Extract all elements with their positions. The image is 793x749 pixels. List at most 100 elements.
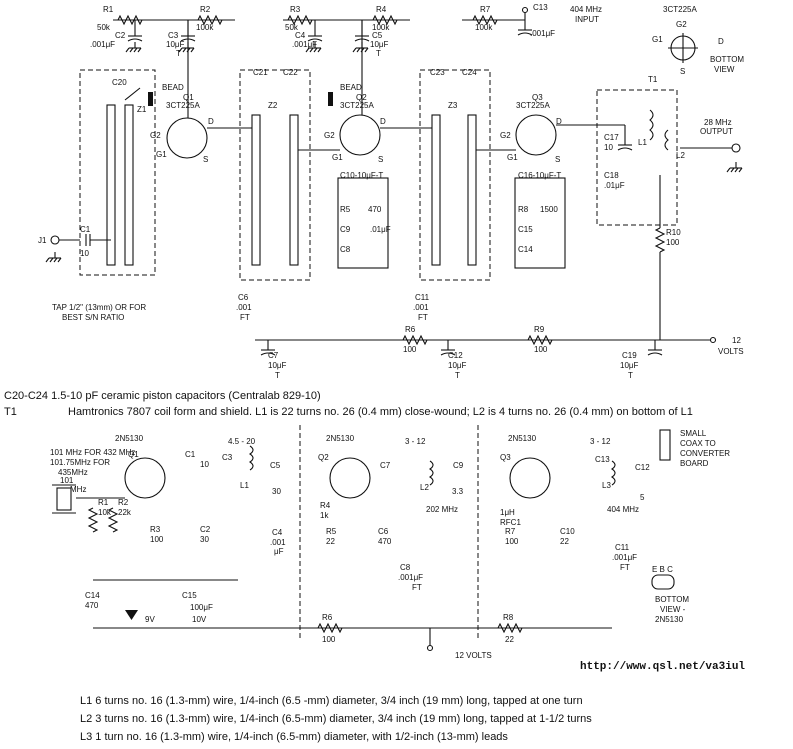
zener-diode bbox=[125, 610, 138, 620]
source-url: http://www.qsl.net/va3iul bbox=[580, 661, 746, 673]
f404: 404 MHz bbox=[607, 505, 639, 514]
c18-value: .01μF bbox=[604, 181, 625, 190]
c5-type: T bbox=[376, 49, 381, 58]
shield-box-1 bbox=[79, 69, 156, 276]
coax-2: COAX TO bbox=[680, 439, 716, 448]
bl1-coil bbox=[249, 445, 254, 471]
pinout-s: S bbox=[680, 67, 685, 76]
ebc-view-3: 2N5130 bbox=[655, 615, 684, 624]
bc8-value: .001μF bbox=[398, 573, 423, 582]
bead-2-label: BEAD bbox=[340, 83, 362, 92]
bc2-label: C2 bbox=[200, 525, 211, 534]
bead-1-label: BEAD bbox=[162, 83, 184, 92]
br1-label: R1 bbox=[98, 498, 109, 507]
bc4-unit: μF bbox=[274, 547, 284, 556]
q3-g2: G2 bbox=[500, 131, 511, 140]
bc11-label: C11 bbox=[615, 543, 630, 552]
br4-value: 1k bbox=[320, 511, 329, 520]
bq2-symbol bbox=[329, 457, 371, 499]
q3-g1: G1 bbox=[507, 153, 518, 162]
pinout-g2: G2 bbox=[676, 20, 687, 29]
br2-value: 22k bbox=[118, 508, 132, 517]
input-terminal bbox=[521, 6, 529, 14]
r8-label: R8 bbox=[518, 205, 529, 214]
supply-terminal bbox=[709, 336, 717, 344]
bc15-label: C15 bbox=[182, 591, 197, 600]
c6-label: C6 bbox=[238, 293, 249, 302]
tap-note: TAP 1/2" (13mm) OR FOR bbox=[52, 303, 146, 312]
c22-label: C22 bbox=[283, 68, 298, 77]
bq3-type: 2N5130 bbox=[508, 434, 537, 443]
br8-value: 22 bbox=[505, 635, 514, 644]
c11-label: C11 bbox=[415, 293, 430, 302]
bc13-label: C13 bbox=[595, 455, 610, 464]
r10-label: R10 bbox=[666, 228, 681, 237]
c12-value: 10μF bbox=[448, 361, 467, 370]
q3-symbol bbox=[515, 114, 557, 156]
br2-label: R2 bbox=[118, 498, 129, 507]
c13-label: C13 bbox=[533, 3, 548, 12]
br1-value: 10k bbox=[98, 508, 112, 517]
bq1-type: 2N5130 bbox=[115, 434, 144, 443]
r6-label: R6 bbox=[405, 325, 416, 334]
c5-value: 10μF bbox=[370, 40, 389, 49]
r6-symbol bbox=[402, 335, 428, 345]
r9-value: 100 bbox=[534, 345, 548, 354]
supply-12: 12 bbox=[732, 336, 741, 345]
bc1-label: C1 bbox=[185, 450, 196, 459]
c12-t: T bbox=[455, 371, 460, 380]
capacitor-note: C20-C24 1.5-10 pF ceramic piston capacit… bbox=[4, 390, 321, 402]
c14-label: C14 bbox=[518, 245, 533, 254]
supply-volts: VOLTS bbox=[718, 347, 744, 356]
bottom-supply-terminal bbox=[426, 644, 434, 652]
bc8-label: C8 bbox=[400, 563, 411, 572]
r9-label: R9 bbox=[534, 325, 545, 334]
q2-g2: G2 bbox=[324, 131, 335, 140]
bc15-volt: 10V bbox=[192, 615, 207, 624]
bc9-value: 3.3 bbox=[452, 487, 464, 496]
output-connector bbox=[731, 143, 741, 153]
bl1-label: L1 bbox=[240, 481, 249, 490]
bq2-label: Q2 bbox=[318, 453, 329, 462]
coil-note-l2: L2 3 turns no. 16 (1.3-mm) wire, 1/4-inc… bbox=[80, 713, 592, 725]
c11-ft: FT bbox=[418, 313, 428, 322]
bl2-coil bbox=[429, 460, 434, 486]
br6-label: R6 bbox=[322, 613, 333, 622]
pinout-d: D bbox=[718, 37, 724, 46]
r10-value: 100 bbox=[666, 238, 680, 247]
c16-label: C16-10μF-T bbox=[518, 171, 561, 180]
bottom-oscillator-schematic: 2N5130 Q1 2N5130 Q2 2N5130 Q3 101 MHz 10… bbox=[50, 425, 730, 660]
bead-1 bbox=[148, 92, 153, 106]
r7-label: R7 bbox=[480, 5, 491, 14]
br4-label: R4 bbox=[320, 501, 331, 510]
bc3-value: 4.5 - 20 bbox=[228, 437, 256, 446]
t1-note-key: T1 bbox=[4, 406, 17, 418]
bl2-label: L2 bbox=[420, 483, 429, 492]
coil-note-l1: L1 6 turns no. 16 (1.3-mm) wire, 1/4-inc… bbox=[80, 695, 583, 707]
bc15-value: 100μF bbox=[190, 603, 213, 612]
xtal-note-2: 101.75MHz FOR bbox=[50, 458, 110, 467]
top-converter-schematic: R1 50k R2 100k R3 50k R4 100k R7 100k C2… bbox=[38, 3, 744, 380]
c23-label: C23 bbox=[430, 68, 445, 77]
shield-box-2 bbox=[239, 69, 311, 281]
c24-label: C24 bbox=[462, 68, 477, 77]
c19-value: 10μF bbox=[620, 361, 639, 370]
coax-connector bbox=[659, 429, 671, 461]
c20-label: C20 bbox=[112, 78, 127, 87]
bc14-label: C14 bbox=[85, 591, 100, 600]
f202: 202 MHz bbox=[426, 505, 458, 514]
l1-label: L1 bbox=[638, 138, 647, 147]
c17-label: C17 bbox=[604, 133, 619, 142]
br5-value: 22 bbox=[326, 537, 335, 546]
j1-connector bbox=[50, 235, 60, 245]
br8-label: R8 bbox=[503, 613, 514, 622]
t1-label: T1 bbox=[648, 75, 658, 84]
r1-label: R1 bbox=[103, 5, 114, 14]
r5-value: 470 bbox=[368, 205, 382, 214]
bc8-ft: FT bbox=[412, 583, 422, 592]
l2-coil bbox=[664, 129, 669, 151]
xtal-label: 101 bbox=[60, 476, 74, 485]
l2-label: L2 bbox=[676, 151, 685, 160]
c1-value: 10 bbox=[80, 249, 89, 258]
